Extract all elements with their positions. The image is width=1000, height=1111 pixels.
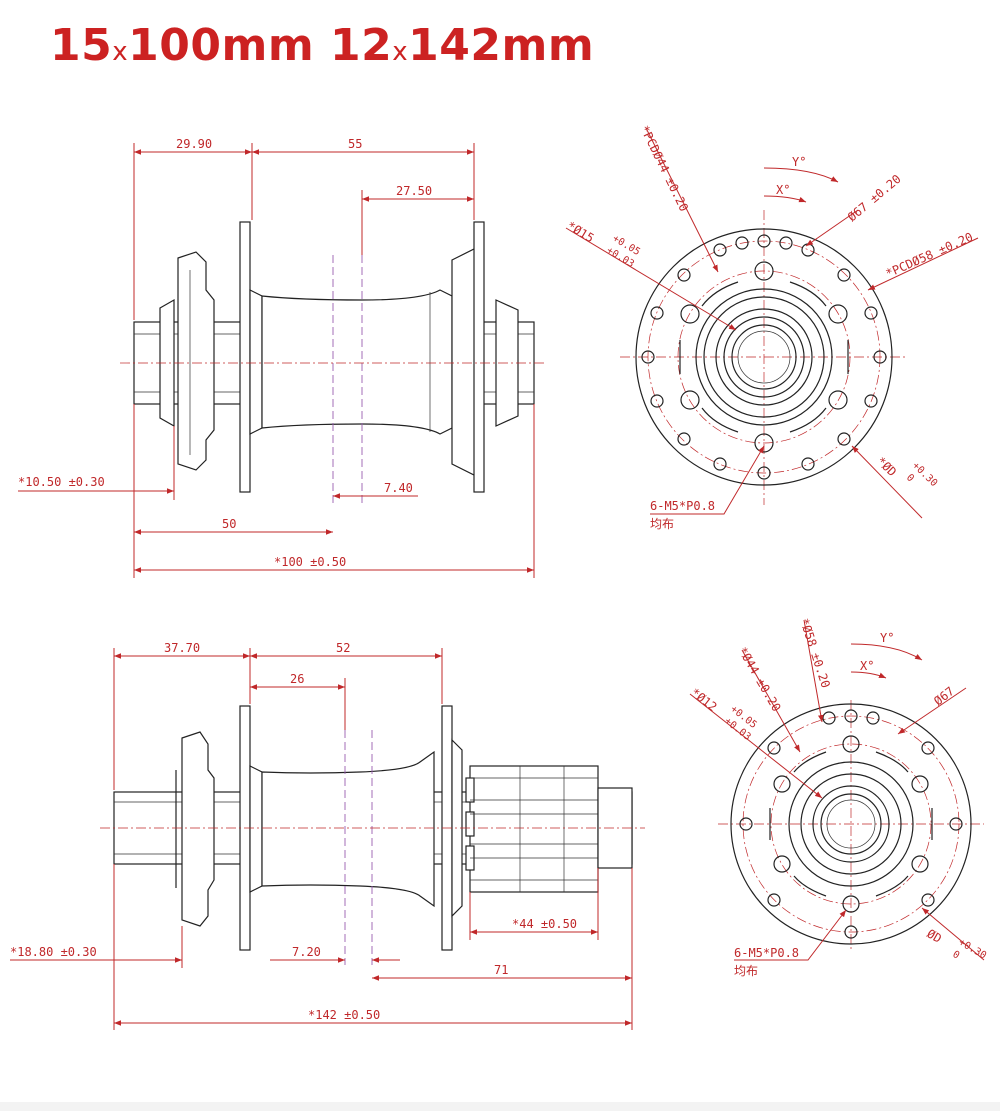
rear-disc-mount: [181, 731, 215, 927]
front-dia-d-tol-bottom: 0: [904, 472, 916, 484]
front-dia-d-label: *ØD: [874, 454, 899, 479]
front-dim-flange-spacing: 55: [348, 137, 362, 151]
front-dim-half: 27.50: [396, 184, 432, 198]
front-x-angle: X°: [776, 183, 790, 197]
rear-hub-shell: [261, 750, 435, 908]
rear-thread-label: 6-M5*P0.8: [734, 946, 799, 960]
page-title: 15x100mm 12x142mm: [50, 10, 594, 88]
front-hub-shell: [261, 289, 453, 435]
rear-dim-offset: 7.20: [292, 945, 321, 959]
rear-freehub-body: [469, 765, 599, 893]
rear-bore-label: *Ø12: [688, 685, 719, 714]
front-pcd44-label: *PCDØ44 ±0.20: [637, 123, 691, 214]
front-bore: [723, 316, 805, 398]
front-bore-label: *Ø15: [564, 219, 596, 246]
rear-dim-half: 26: [290, 672, 304, 686]
rear-hub-side-view: 37.70 52 26 *44 ±0.50 *18.80 ±0.30 7.20 …: [10, 641, 645, 1030]
title-times-2: x: [392, 37, 409, 67]
title-front-length: 100mm: [128, 20, 315, 71]
rear-y-angle: Y°: [880, 631, 894, 645]
rear-dim-left-flange: 37.70: [164, 641, 200, 655]
front-dim-total: *100 ±0.50: [274, 555, 346, 569]
front-dim-axle-end: *10.50 ±0.30: [18, 475, 105, 489]
rear-dia-d-tol-top: +0.30: [957, 937, 989, 962]
front-thread-label: 6-M5*P0.8: [650, 499, 715, 513]
rear-dia44-label: *Ø44 ±0.20: [735, 645, 783, 715]
rear-lightening-slots: [769, 751, 933, 897]
front-flange-outline: [635, 228, 893, 486]
rear-thread-note: 均布: [734, 964, 758, 978]
front-dim-center: 50: [222, 517, 236, 531]
rear-dim-total: *142 ±0.50: [308, 1008, 380, 1022]
rear-hub-face-view: *Ø58 ±0.20 *Ø44 ±0.20 *Ø12 +0.05 +0.03 Y…: [688, 617, 988, 978]
front-spoke-holes: [641, 234, 887, 480]
rear-flange-outline: [730, 703, 972, 945]
rear-dim-flange-spacing: 52: [336, 641, 350, 655]
front-rotor-bolt-holes: [680, 261, 848, 453]
front-dim-left-flange: 29.90: [176, 137, 212, 151]
title-front-size: 15: [50, 20, 113, 71]
front-dia67-label: Ø67 ±0.20: [845, 172, 904, 225]
front-y-angle: Y°: [792, 155, 806, 169]
rear-dia67-label: Ø67: [931, 684, 957, 708]
front-right-flange: [473, 221, 485, 493]
title-rear-length: 142mm: [408, 20, 595, 71]
front-left-flange: [239, 221, 251, 493]
bottom-strip: [0, 1102, 1000, 1111]
front-thread-note: 均布: [650, 517, 674, 531]
rear-dim-right: 71: [494, 963, 508, 977]
rear-dia58-label: *Ø58 ±0.20: [797, 617, 833, 690]
rear-dim-cassette: *44 ±0.50: [512, 917, 577, 931]
front-dim-offset: 7.40: [384, 481, 413, 495]
front-lightening-slots: [679, 281, 849, 433]
rear-dia-d-tol-bottom: 0: [951, 949, 962, 962]
title-times-1: x: [112, 37, 129, 67]
rear-dia-d-label: ØD: [925, 926, 945, 945]
front-pcd58-label: *PCDØ58 ±0.20: [884, 230, 975, 281]
rear-dim-axle-end: *18.80 ±0.30: [10, 945, 97, 959]
rear-x-angle: X°: [860, 659, 874, 673]
front-hub-face-view: *PCDØ44 ±0.20 *Ø15 +0.05 +0.03 Y° X° Ø67…: [564, 123, 979, 531]
title-rear-size: 12: [330, 20, 393, 71]
rear-rotor-bolt-holes: [773, 735, 929, 913]
front-hub-side-view: 29.90 55 27.50 *10.50 ±0.30 7.40 50 *100…: [18, 137, 545, 578]
rear-bore: [812, 785, 890, 863]
front-disc-mount: [177, 251, 215, 471]
